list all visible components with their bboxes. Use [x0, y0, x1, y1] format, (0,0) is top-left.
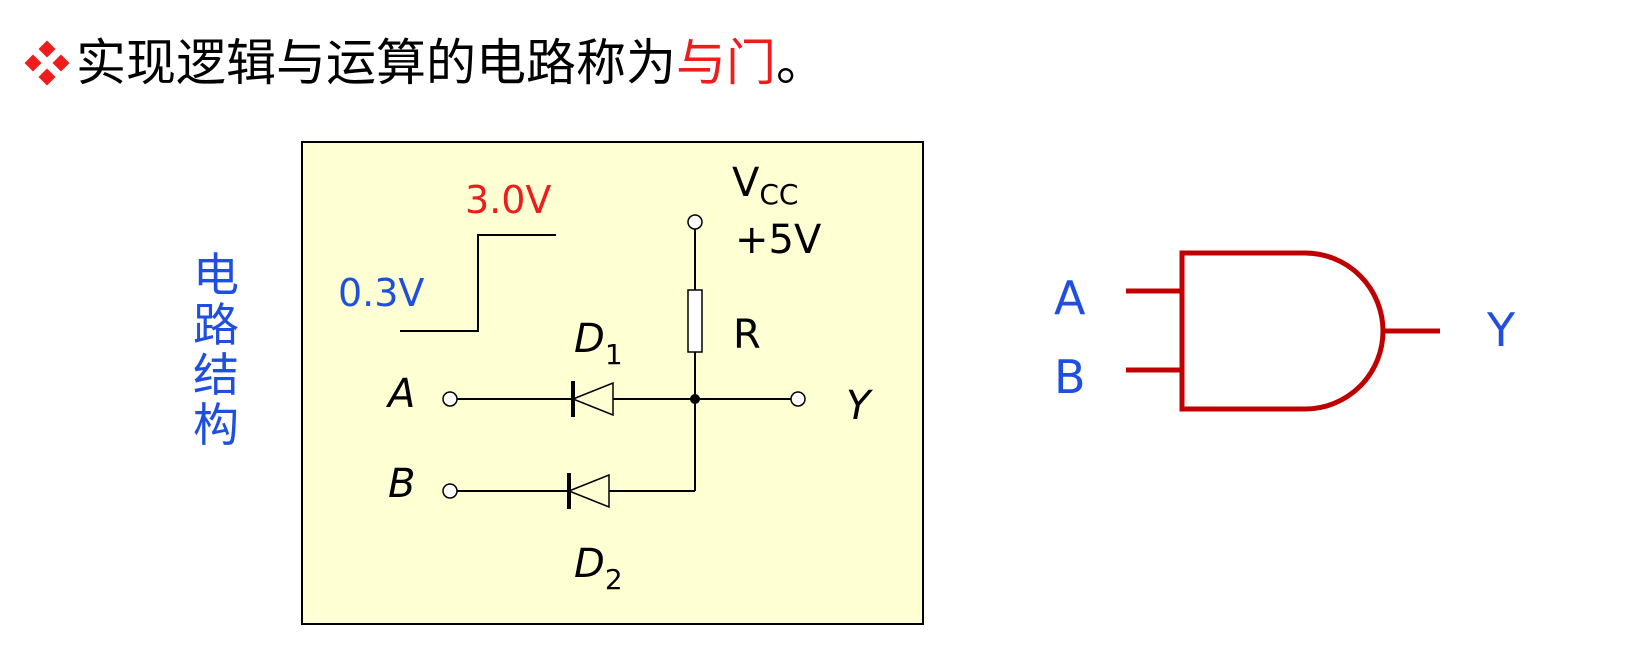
and-gate-symbol: [1179, 250, 1386, 412]
diamond-bullet-icon: [24, 40, 70, 86]
title-suffix: 。: [776, 34, 826, 92]
input-a-label: A: [385, 371, 415, 417]
high-voltage-label: 3.0V: [465, 178, 551, 222]
output-y-label: Y: [846, 383, 874, 429]
side-label-char: 电: [193, 248, 239, 302]
title-highlight: 与门: [676, 34, 776, 92]
step-waveform: [400, 234, 556, 332]
diode-d2-label: D2: [574, 541, 623, 596]
side-label-char: 结: [193, 348, 239, 402]
resistor: [687, 289, 703, 353]
vcc-value: +5V: [735, 217, 822, 263]
d2-symbol: D: [574, 541, 605, 587]
title-prefix: 实现逻辑与运算的电路称为: [76, 34, 676, 92]
diode-d2-triangle: [566, 473, 610, 509]
low-voltage-label: 0.3V: [338, 271, 424, 315]
output-terminal: [790, 391, 806, 407]
side-label-char: 构: [193, 398, 239, 452]
gate-input-b-label: B: [1054, 350, 1086, 404]
d1-subscript: 1: [605, 338, 623, 371]
gate-input-a-label: A: [1054, 271, 1086, 325]
d2-subscript: 2: [605, 563, 623, 596]
diode-d1-triangle: [570, 381, 614, 417]
d1-symbol: D: [574, 316, 605, 362]
vcc-label: VCC: [732, 160, 798, 211]
input-b-label: B: [388, 461, 415, 507]
circuit-structure-label: 电 路 结 构: [188, 250, 244, 450]
input-a-terminal: [442, 391, 458, 407]
input-b-terminal: [442, 483, 458, 499]
diode-d1-label: D1: [574, 316, 623, 371]
resistor-label: R: [733, 312, 761, 358]
vcc-symbol: V: [732, 160, 760, 206]
side-label-char: 路: [193, 298, 239, 352]
vcc-terminal: [687, 214, 703, 230]
gate-output-y-label: Y: [1486, 303, 1516, 357]
vcc-subscript: CC: [759, 178, 798, 211]
page-title: 实现逻辑与运算的电路称为与门。: [24, 18, 826, 108]
